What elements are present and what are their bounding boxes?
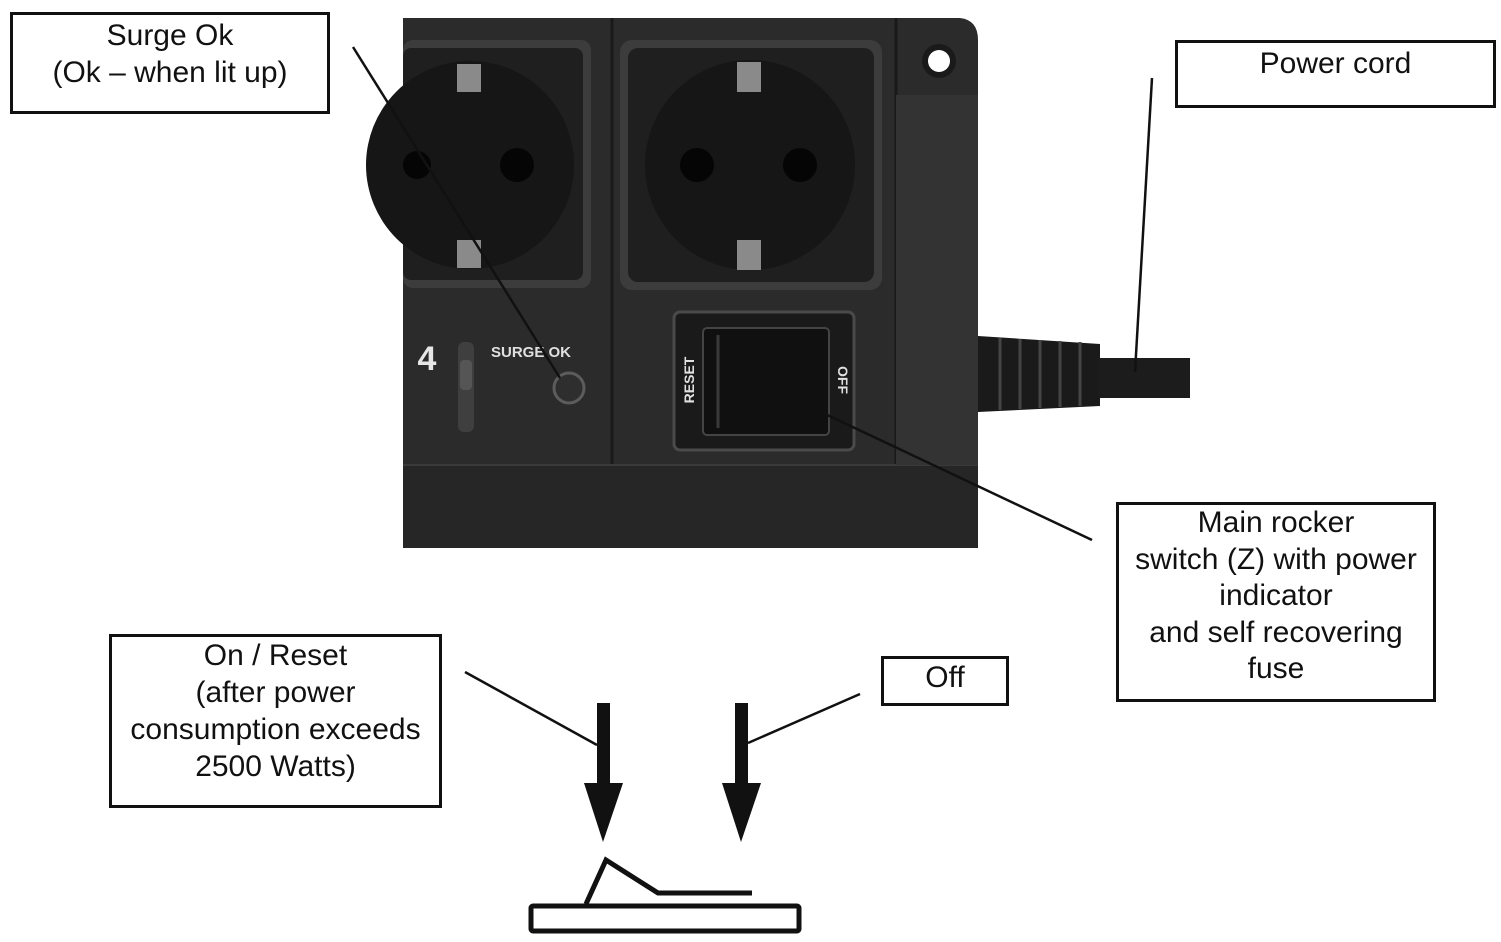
arrow-head bbox=[584, 783, 623, 842]
power-cord bbox=[978, 336, 1190, 412]
arrow-shaft bbox=[597, 703, 610, 785]
callout-text: Main rocker bbox=[1197, 506, 1355, 539]
power-strip: 4 SURGE OK RESET OFF bbox=[366, 18, 1190, 548]
callout-on-reset: On / Reset (after power consumption exce… bbox=[109, 634, 442, 808]
switch-reset-label: RESET bbox=[681, 356, 697, 403]
leader-power-cord bbox=[1133, 77, 1154, 373]
socket-hole bbox=[783, 148, 817, 182]
socket-recess bbox=[645, 60, 855, 270]
callout-text: consumption exceeds bbox=[130, 713, 421, 746]
surge-ok-label: SURGE OK bbox=[491, 344, 571, 361]
callout-text: On / Reset bbox=[203, 639, 348, 672]
callout-text: (after power bbox=[195, 676, 356, 709]
callout-text: Surge Ok bbox=[106, 19, 234, 52]
ground-clip bbox=[737, 240, 761, 270]
mounting-hole-center bbox=[928, 50, 950, 72]
socket-hole bbox=[680, 148, 714, 182]
outlet-switch-knob bbox=[460, 360, 472, 390]
arrow-off bbox=[722, 703, 761, 842]
leader-lines bbox=[351, 46, 1154, 747]
callout-text: 2500 Watts) bbox=[195, 750, 356, 783]
arrow-shaft bbox=[735, 703, 748, 785]
leader-surge-ok bbox=[351, 46, 562, 379]
cord-cable bbox=[1098, 358, 1190, 398]
leader-main-switch bbox=[769, 386, 1093, 542]
callout-text: switch (Z) with power bbox=[1135, 542, 1417, 576]
rocker-switch-paddle bbox=[702, 327, 830, 436]
surge-ok-led bbox=[552, 371, 586, 405]
socket-hole bbox=[500, 148, 534, 182]
callout-off: Off bbox=[881, 656, 1009, 706]
ground-clip bbox=[737, 62, 761, 92]
leader-off bbox=[747, 692, 861, 745]
rocker-switch: RESET OFF bbox=[672, 310, 856, 452]
switch-off-label: OFF bbox=[835, 366, 851, 394]
strip-bottom-rail bbox=[403, 465, 978, 548]
callout-surge-ok: Surge Ok (Ok – when lit up) bbox=[10, 12, 330, 114]
arrow-on-reset bbox=[584, 703, 623, 842]
rocker-symbol-paddle bbox=[583, 856, 752, 906]
rocker-symbol-base bbox=[528, 903, 802, 934]
outlet-number: 4 bbox=[418, 340, 437, 378]
leader-on-reset bbox=[464, 670, 598, 747]
callout-text: fuse bbox=[1247, 652, 1305, 685]
callout-main-switch: Main rocker switch (Z) with power indica… bbox=[1116, 502, 1436, 702]
socket-right bbox=[620, 40, 882, 290]
socket-hole bbox=[403, 151, 431, 179]
rocker-symbol bbox=[528, 856, 802, 934]
callout-text: (Ok – when lit up) bbox=[52, 56, 288, 89]
callout-text: Power cord bbox=[1259, 47, 1412, 80]
end-cap bbox=[896, 95, 978, 465]
socket-left bbox=[366, 40, 591, 288]
callout-power-cord: Power cord bbox=[1175, 40, 1496, 108]
socket-recess bbox=[366, 61, 574, 269]
callout-text: indicator bbox=[1219, 579, 1333, 612]
callout-text: and self recovering bbox=[1149, 615, 1403, 649]
ground-clip bbox=[457, 64, 481, 92]
arrow-head bbox=[722, 783, 761, 842]
callout-text: Off bbox=[925, 661, 965, 694]
